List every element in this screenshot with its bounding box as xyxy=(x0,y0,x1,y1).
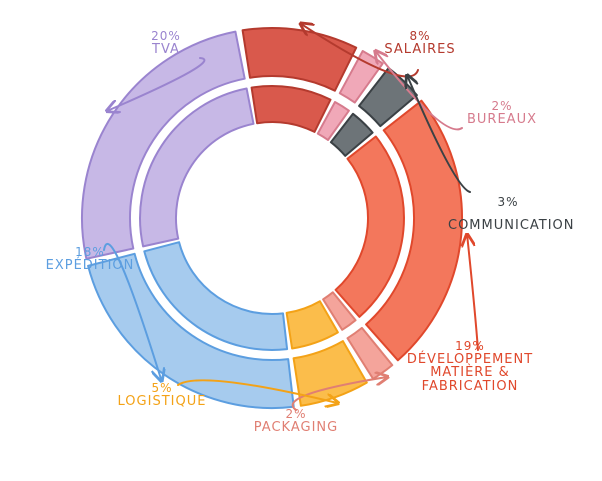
logistique-percent: 5% xyxy=(151,381,173,395)
slice-salaires-outer xyxy=(241,27,358,92)
label-salaires: 8% SALAIRES xyxy=(380,30,460,56)
expedition-name: EXPÉDITION xyxy=(45,257,135,273)
slice-logistique-inner xyxy=(285,300,339,350)
bureaux-name: BUREAUX xyxy=(467,111,537,127)
slice-tva-outer xyxy=(81,30,246,260)
slice-tva-inner xyxy=(139,87,255,248)
developpement-percent: 19% xyxy=(455,339,485,353)
slice-bureaux-outer xyxy=(338,50,384,104)
slice-bureaux-inner xyxy=(316,101,350,141)
arrow-communication xyxy=(408,77,471,193)
label-bureaux: 2% BUREAUX xyxy=(464,100,540,126)
slice-expedition-outer xyxy=(87,252,295,410)
slice-communication-inner xyxy=(329,112,374,157)
packaging-percent: 2% xyxy=(285,407,307,421)
arrow-tva xyxy=(108,57,206,111)
slice-packaging-outer xyxy=(346,326,394,380)
packaging-name: PACKAGING xyxy=(253,419,339,435)
communication-percent: 3% xyxy=(497,195,519,209)
bureaux-percent: 2% xyxy=(491,99,513,113)
slice-salaires-inner xyxy=(250,85,332,133)
arrow-bureaux xyxy=(376,52,463,131)
tva-percent: 20% xyxy=(151,29,181,43)
logistique-name: LOGISTIQUE xyxy=(117,393,207,409)
slice-expedition-inner xyxy=(143,241,289,351)
label-communication: 3% COMMUNICATION xyxy=(448,195,575,233)
label-logistique: 5% LOGISTIQUE xyxy=(112,382,212,408)
expedition-percent: 18% xyxy=(75,245,105,259)
label-developpement: 19% DÉVELOPPEMENT MATIÈRE & FABRICATION xyxy=(382,340,558,394)
arrow-expedition xyxy=(103,243,161,380)
tva-name: TVA xyxy=(152,41,180,57)
salaires-percent: 8% xyxy=(409,29,431,43)
slice-packaging-inner xyxy=(322,291,357,331)
label-expedition: 18% EXPÉDITION xyxy=(40,246,140,272)
salaires-name: SALAIRES xyxy=(384,41,456,57)
arrow-packaging xyxy=(291,377,387,411)
slice-logistique-outer xyxy=(292,340,368,407)
communication-name: COMMUNICATION xyxy=(448,217,575,233)
arrow-logistique xyxy=(177,379,337,403)
label-packaging: 2% PACKAGING xyxy=(246,408,346,434)
developpement-name: DÉVELOPPEMENT MATIÈRE & FABRICATION xyxy=(406,351,534,394)
slice-developpement-inner xyxy=(334,135,405,318)
label-tva: 20% TVA xyxy=(136,30,196,56)
arrow-developpement xyxy=(467,236,479,351)
